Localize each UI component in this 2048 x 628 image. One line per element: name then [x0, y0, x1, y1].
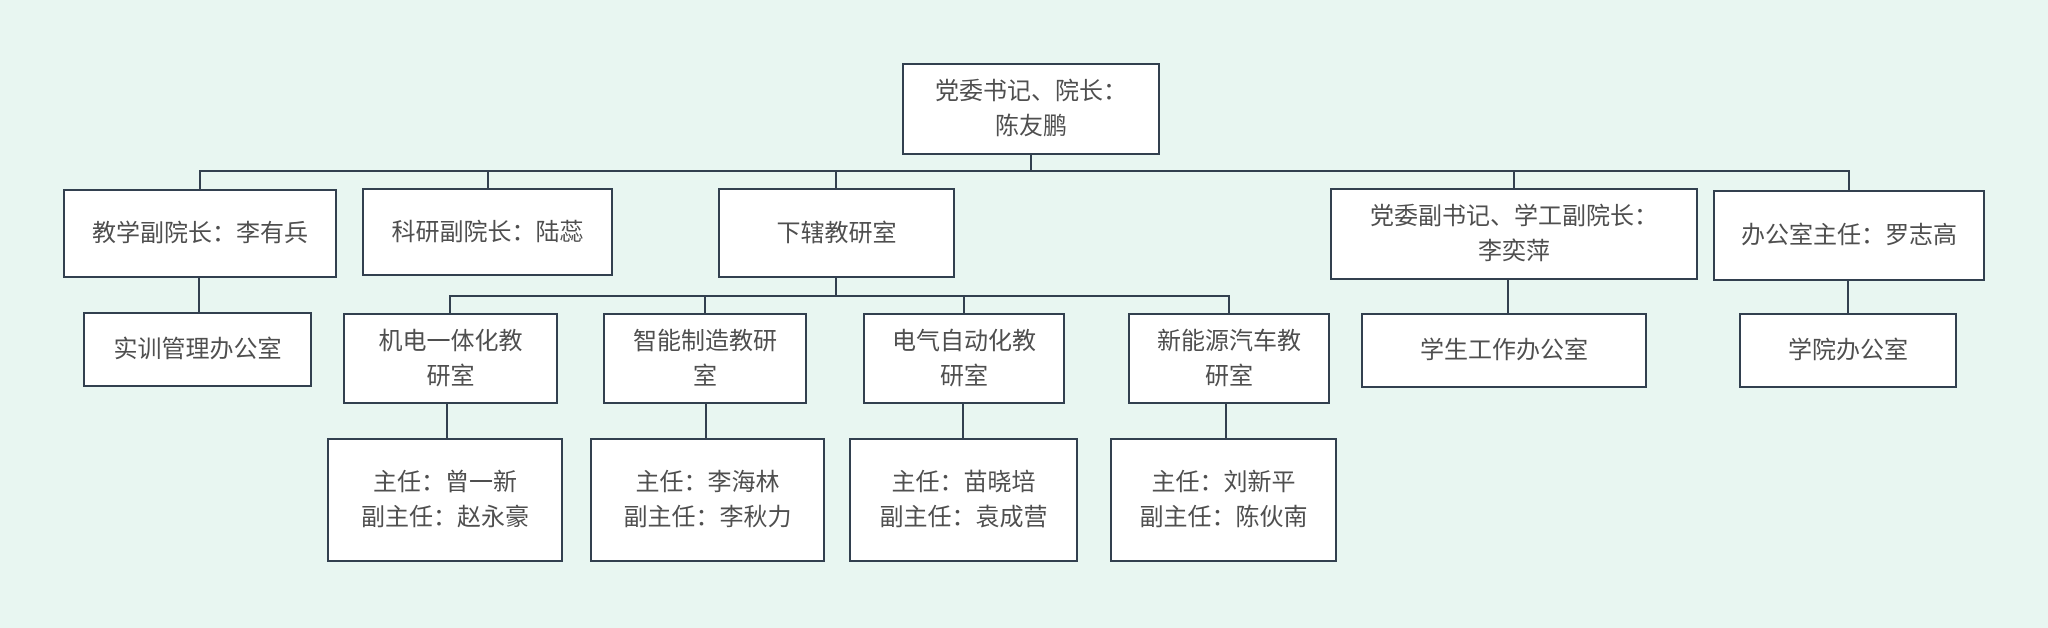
org-node-electrical-auto-office: 电气自动化教 研室 — [863, 313, 1065, 404]
org-node-electrical-auto-leaders: 主任：苗晓培 副主任：袁成营 — [849, 438, 1078, 562]
connector-bus-top — [199, 170, 1850, 172]
org-node-party-secretary-dean: 党委书记、院长： 陈友鹏 — [902, 63, 1160, 155]
org-node-student-work-office: 学生工作办公室 — [1361, 313, 1647, 388]
connector-intelligent-mfg-leaders — [705, 403, 707, 439]
org-node-new-energy-office: 新能源汽车教 研室 — [1128, 313, 1330, 404]
connector-director-to-college-office — [1847, 280, 1849, 314]
connector-stub-intelligent-mfg — [704, 295, 706, 314]
connector-stub-new-energy — [1228, 295, 1230, 314]
connector-stub-teaching-offices — [835, 170, 837, 190]
connector-electrical-auto-leaders — [962, 403, 964, 439]
org-node-party-deputy-secretary: 党委副书记、学工副院长： 李奕萍 — [1330, 188, 1698, 280]
org-node-teaching-offices: 下辖教研室 — [718, 188, 955, 278]
org-node-office-director: 办公室主任：罗志高 — [1713, 190, 1985, 281]
connector-stub-office-director — [1848, 170, 1850, 192]
connector-stub-mechatronics — [449, 295, 451, 314]
connector-teaching-to-training-office — [198, 277, 200, 314]
connector-root-drop — [1030, 154, 1032, 171]
org-node-mechatronics-leaders: 主任：曾一新 副主任：赵永豪 — [327, 438, 563, 562]
connector-mechatronics-leaders — [446, 403, 448, 439]
org-node-new-energy-leaders: 主任：刘新平 副主任：陈伙南 — [1110, 438, 1337, 562]
org-node-intelligent-mfg-leaders: 主任：李海林 副主任：李秋力 — [590, 438, 825, 562]
connector-stub-teaching-vice — [199, 170, 201, 190]
org-node-training-management-office: 实训管理办公室 — [83, 312, 312, 387]
connector-party-to-student-office — [1507, 279, 1509, 314]
org-node-research-vice-dean: 科研副院长：陆蕊 — [362, 188, 613, 276]
org-node-intelligent-mfg-office: 智能制造教研 室 — [603, 313, 807, 404]
connector-stub-electrical-auto — [963, 295, 965, 314]
connector-new-energy-leaders — [1225, 403, 1227, 439]
org-node-teaching-vice-dean: 教学副院长：李有兵 — [63, 189, 337, 278]
org-node-mechatronics-office: 机电一体化教 研室 — [343, 313, 558, 404]
connector-teaching-offices-drop — [835, 277, 837, 297]
connector-stub-research-vice — [487, 170, 489, 190]
org-node-college-office: 学院办公室 — [1739, 313, 1957, 388]
connector-bus-sub — [449, 295, 1230, 297]
connector-stub-party-deputy — [1513, 170, 1515, 190]
